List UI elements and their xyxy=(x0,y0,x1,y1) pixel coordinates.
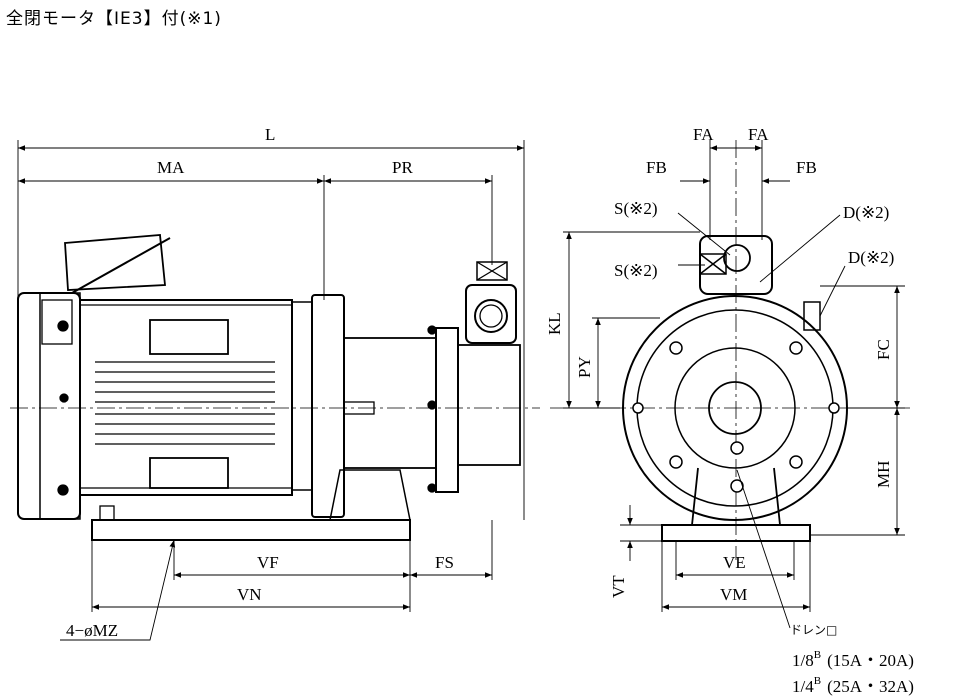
front-view xyxy=(550,140,910,560)
dim-VT: VT xyxy=(609,575,628,598)
dim-FA-left: FA xyxy=(693,125,714,144)
drain-line1-size: 1/8 xyxy=(792,651,814,670)
dim-PR: PR xyxy=(392,158,413,177)
dim-VM: VM xyxy=(720,585,747,604)
dim-MH: MH xyxy=(874,461,893,488)
note-drain: ドレン□ xyxy=(790,623,837,637)
note-D-lower: D(※2) xyxy=(848,248,894,267)
drain-line2-size: 1/4 xyxy=(792,677,814,696)
dim-KL: KL xyxy=(545,312,564,335)
front-view-dimensions xyxy=(563,140,905,629)
dim-FS: FS xyxy=(435,553,454,572)
drain-line2-spec: (25A・32A) xyxy=(827,677,914,696)
dim-FA-right: FA xyxy=(748,125,769,144)
note-D-upper: D(※2) xyxy=(843,203,889,222)
dim-PY: PY xyxy=(575,356,594,378)
side-view-dimensions xyxy=(17,140,525,641)
note-drain-line1: 1/8B (15A・20A) xyxy=(792,649,914,670)
drain-line1-spec: (15A・20A) xyxy=(827,651,914,670)
dim-L: L xyxy=(265,125,275,144)
dim-MZ: 4−øMZ xyxy=(66,621,118,640)
note-drain-line2: 1/4B (25A・32A) xyxy=(792,675,914,696)
dim-VE: VE xyxy=(723,553,746,572)
dim-FC: FC xyxy=(874,339,893,360)
drain-line1-sup: B xyxy=(814,649,821,661)
side-view xyxy=(10,234,540,541)
note-S-lower: S(※2) xyxy=(614,261,658,280)
dim-MA: MA xyxy=(157,158,185,177)
dim-VF: VF xyxy=(257,553,279,572)
dim-FB-right: FB xyxy=(796,158,817,177)
drain-line2-sup: B xyxy=(814,675,821,687)
dim-VN: VN xyxy=(237,585,262,604)
drawing-title: 全閉モータ【IE3】付(※1) xyxy=(6,9,222,29)
note-S-upper: S(※2) xyxy=(614,199,658,218)
dim-FB-left: FB xyxy=(646,158,667,177)
